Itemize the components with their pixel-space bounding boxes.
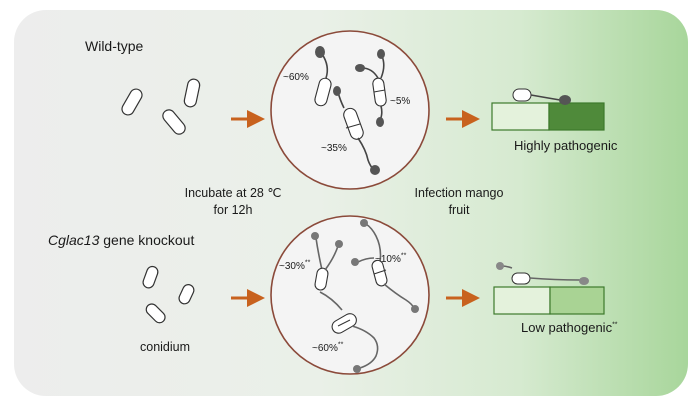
wt-conidium [183, 78, 201, 108]
ko-pct-value: ~10% [375, 254, 401, 265]
ko-conidium [142, 265, 159, 289]
wt-pct-long-tube: ~35% [321, 143, 347, 154]
ko-outcome-text: Low pathogenic [521, 320, 613, 335]
ko-pct-long-tube: ~60%** [312, 341, 344, 354]
significance-mark: ** [612, 321, 618, 329]
ko-conidium [178, 284, 195, 305]
wt-pct-multi-tube: ~5% [390, 96, 411, 107]
germinated-conidium [314, 77, 332, 107]
fruit-healthy-tissue [493, 286, 551, 315]
knockout-title: Cglac13 gene knockout [48, 232, 194, 248]
ko-germinating-conidia [311, 219, 419, 373]
ko-fruit [493, 262, 605, 315]
infection-label: Infection mango fruit [404, 185, 514, 219]
significance-mark: ** [337, 341, 344, 349]
fruit-infected-tissue [548, 102, 605, 131]
incubate-line-1: Incubate at 28 ℃ [184, 186, 282, 200]
wt-pct-appressorium: ~60% [283, 72, 309, 83]
knockout-title-rest: gene knockout [99, 232, 195, 248]
gene-name: Cglac13 [48, 232, 100, 248]
fungus-on-fruit [512, 88, 532, 102]
ko-germination-circle [270, 215, 430, 375]
wt-conidium [121, 88, 143, 116]
ko-pct-appressorium: ~30%** [279, 259, 311, 272]
ko-conidia-group [142, 265, 195, 324]
infection-line-1: Infection mango [414, 186, 504, 200]
conidium-label: conidium [140, 340, 191, 354]
ko-outcome-label: Low pathogenic** [521, 320, 618, 335]
incubate-label: Incubate at 28 ℃ for 12h [178, 185, 288, 219]
infection-line-2: fruit [448, 203, 470, 217]
wt-germinating-conidia [314, 46, 387, 175]
ko-conidium [145, 303, 166, 324]
wt-conidia-group [121, 78, 201, 135]
appressorium-icon [315, 46, 325, 58]
ko-pct-value: ~60% [312, 343, 338, 354]
fruit-infected-tissue [549, 286, 605, 315]
significance-mark: ** [304, 259, 311, 267]
fungus-on-fruit [511, 272, 531, 285]
wt-outcome-label: Highly pathogenic [514, 138, 618, 153]
fruit-healthy-tissue [491, 102, 550, 131]
significance-mark: ** [400, 252, 407, 260]
wildtype-title: Wild-type [85, 38, 144, 54]
ko-pct-value: ~30% [279, 261, 305, 272]
wt-conidium [162, 109, 186, 135]
wt-fruit [491, 88, 605, 131]
incubate-line-2: for 12h [213, 203, 253, 217]
ko-pct-multi-tube: ~10%** [375, 252, 407, 265]
